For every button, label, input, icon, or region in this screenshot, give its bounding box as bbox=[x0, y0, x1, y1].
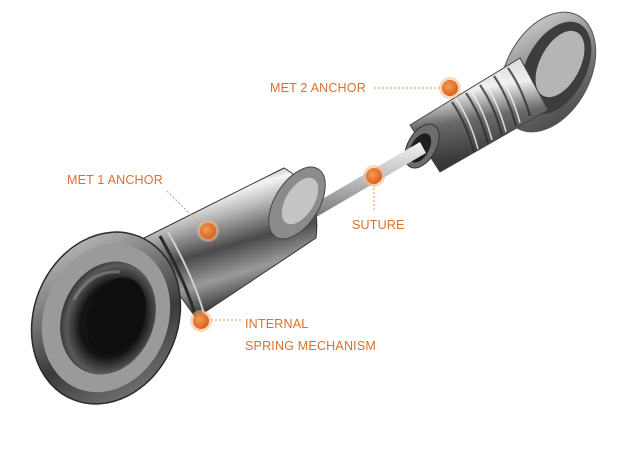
marker-met2-anchor bbox=[439, 77, 461, 99]
met1-anchor-part bbox=[30, 166, 326, 405]
marker-internal-spring bbox=[190, 310, 212, 332]
label-suture: SUTURE bbox=[352, 218, 405, 232]
label-met1-anchor: MET 1 ANCHOR bbox=[67, 173, 163, 187]
met2-anchor-part bbox=[404, 11, 597, 173]
label-internal-spring: INTERNAL SPRING MECHANISM bbox=[245, 313, 376, 357]
suture-part bbox=[300, 142, 426, 223]
marker-met1-anchor bbox=[197, 220, 219, 242]
label-internal-spring-line1: INTERNAL bbox=[245, 317, 309, 331]
marker-suture bbox=[363, 165, 385, 187]
callout-markers bbox=[190, 77, 461, 332]
label-internal-spring-line2: SPRING MECHANISM bbox=[245, 339, 376, 353]
label-met2-anchor: MET 2 ANCHOR bbox=[270, 81, 366, 95]
